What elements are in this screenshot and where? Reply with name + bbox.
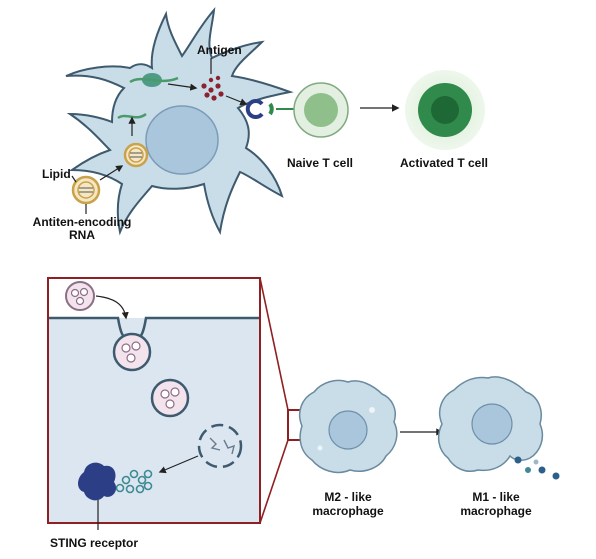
lnp-external: [71, 175, 101, 205]
antigen-label: Antigen: [197, 43, 242, 57]
sting-receptor-shape: [78, 462, 117, 501]
m2-label-line2: macrophage: [312, 504, 384, 518]
mhc-tcr-synapse: [245, 99, 296, 119]
m2-nucleus: [328, 410, 368, 450]
activated-t-cell-label: Activated T cell: [399, 156, 489, 170]
naive-t-cell: [293, 82, 349, 138]
endosome: [150, 378, 190, 418]
m1-label-line1: M1 - like: [472, 490, 520, 504]
sting-receptor-label: STING receptor: [50, 536, 139, 550]
ruptured-endosome: [197, 423, 243, 469]
dendritic-nucleus: [145, 105, 219, 175]
mrna-strand: [129, 76, 179, 84]
rna-label-line1: Antiten-encoding: [32, 215, 132, 229]
m1-nucleus: [471, 403, 513, 445]
lnp-top: [65, 281, 95, 311]
rna-label-line2: RNA: [69, 228, 95, 242]
released-nucleotides: [115, 469, 153, 494]
lnp-internalized: [123, 142, 149, 168]
naive-t-cell-label: Naive T cell: [286, 156, 354, 170]
m2-label-line1: M2 - like: [324, 490, 372, 504]
activated-t-cell: [405, 70, 485, 150]
secreted-cytokines: [514, 456, 560, 480]
antigen-cluster: [201, 75, 224, 101]
m1-label-line2: macrophage: [460, 504, 532, 518]
endocytic-vesicle: [112, 332, 152, 372]
lipid-label: Lipid: [42, 167, 71, 181]
